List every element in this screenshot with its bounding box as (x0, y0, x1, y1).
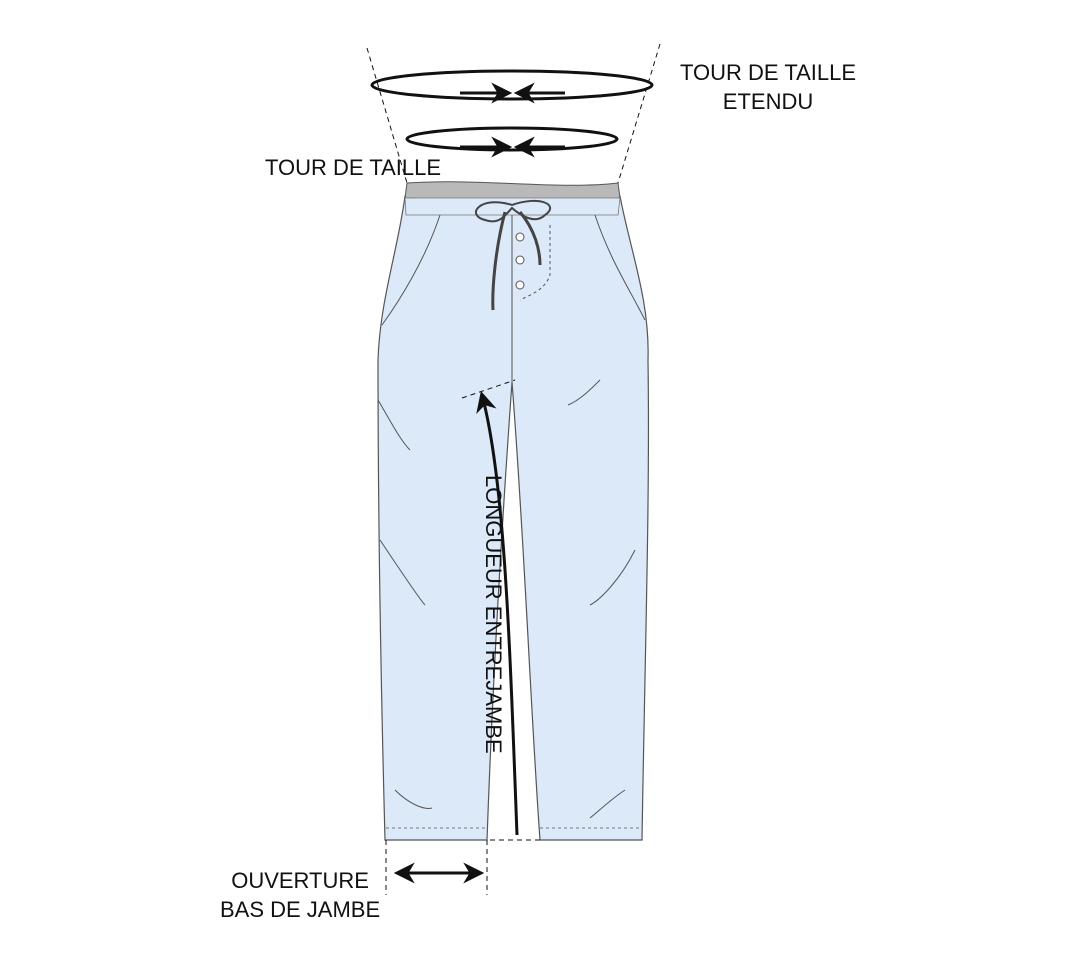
label-line: OUVERTURE (231, 868, 369, 893)
leg-opening-label: OUVERTURE BAS DE JAMBE (220, 866, 380, 924)
label-line: BAS DE JAMBE (220, 897, 381, 922)
label-line: TOUR DE TAILLE (680, 60, 857, 85)
waist-extended-measure (366, 43, 661, 184)
inseam-label: LONGUEUR ENTREJAMBE (481, 475, 506, 754)
waist-label: TOUR DE TAILLE (265, 155, 442, 180)
label-line: ETENDU (722, 89, 814, 114)
waist-extended-label: TOUR DE TAILLE ETENDU (680, 58, 856, 116)
inseam-measure (461, 379, 540, 841)
leg-opening-measure (385, 840, 488, 895)
pants-body (377, 195, 650, 841)
waist-measure (405, 126, 619, 158)
